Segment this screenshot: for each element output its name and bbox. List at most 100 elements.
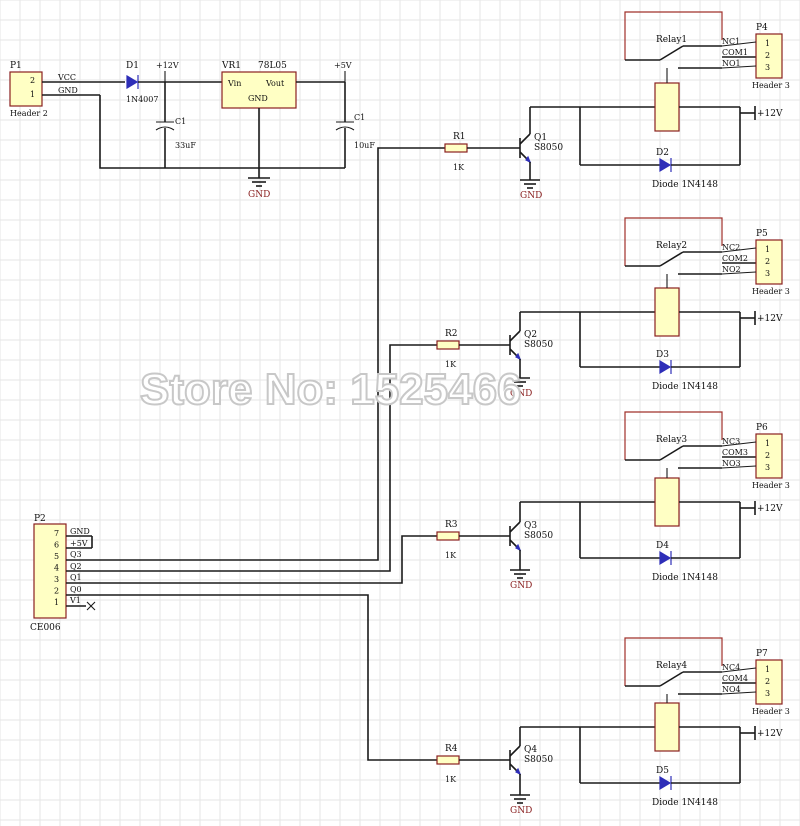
diode-part: Diode 1N4148 <box>652 573 718 583</box>
relay-contact-frame <box>624 217 723 266</box>
p2-name: CE006 <box>30 623 61 633</box>
vr1-part: 78L05 <box>258 61 287 71</box>
connector-p1: P1 2 1 Header 2 <box>9 61 48 118</box>
rail-12v-label: +12V <box>757 109 783 119</box>
transistor-ref: Q1 <box>534 133 547 143</box>
header-name: Header 3 <box>752 287 790 296</box>
relay-no-label: NO4 <box>722 685 741 694</box>
relay-coil <box>654 82 680 132</box>
rail-12v-label: +12V <box>757 729 783 739</box>
diode-ref: D2 <box>656 148 669 158</box>
p2-net-q0: Q0 <box>70 585 82 594</box>
relay-coil <box>654 287 680 337</box>
wire-gnd-bus <box>99 95 345 169</box>
flyback-diode <box>659 775 672 791</box>
c1b-plate-bottom <box>335 126 355 131</box>
diode-ref: D5 <box>656 766 669 776</box>
resistor-ref: R2 <box>445 329 458 339</box>
p2-pin-6: 6 <box>54 541 59 550</box>
power-section: P1 2 1 Header 2 VCC GND D1 1N4007 +12V C… <box>9 61 375 200</box>
header-pin-2: 2 <box>765 451 770 460</box>
p2-pin-5: 5 <box>54 552 59 561</box>
d1-symbol <box>126 74 139 90</box>
flyback-diode <box>659 550 672 566</box>
diode-part: Diode 1N4148 <box>652 180 718 190</box>
transistor-arrow <box>515 543 522 552</box>
resistor-body <box>444 143 468 153</box>
rail-5v-label: +5V <box>334 61 352 70</box>
relay-no-label: NO2 <box>722 265 741 274</box>
signal-bus <box>66 147 445 761</box>
p2-net-q1: Q1 <box>70 573 82 582</box>
vr1-gnd: GND <box>248 94 268 103</box>
gnd-label: GND <box>510 389 532 399</box>
header-pin-2: 2 <box>765 677 770 686</box>
transistor-ref: Q4 <box>524 745 537 755</box>
p1-ref: P1 <box>10 61 22 71</box>
transistor-collector <box>509 521 521 533</box>
p1-body <box>9 71 43 107</box>
transistor-arrow <box>515 352 522 361</box>
transistor-part: S8050 <box>524 755 553 765</box>
relay-coil <box>654 477 680 527</box>
c1a-plate-bottom <box>155 126 175 131</box>
relay-nc-label: NC3 <box>722 437 740 446</box>
header-pin-3: 3 <box>765 269 770 278</box>
header-pin3-wire <box>721 465 757 469</box>
header-ref: P6 <box>756 423 768 433</box>
gnd-symbol-vr1 <box>248 177 270 187</box>
transistor-collector <box>509 745 521 757</box>
transistor-part: S8050 <box>524 340 553 350</box>
header-pin1-wire <box>721 41 757 47</box>
relay-com-label: COM3 <box>722 448 748 457</box>
resistor-ref: R4 <box>445 744 458 754</box>
p2-pin-2: 2 <box>54 587 59 596</box>
transistor-ref: Q3 <box>524 521 537 531</box>
regulator-vr1: VR1 78L05 Vin Vout GND <box>221 61 297 109</box>
header-body <box>755 239 783 285</box>
watermark-text: Store No: 1525466 <box>140 365 522 414</box>
relay-ref: Relay3 <box>656 435 687 445</box>
header-pin1-wire <box>721 247 757 253</box>
header-pin-2: 2 <box>765 51 770 60</box>
header-pin-1: 1 <box>765 39 770 48</box>
transistor-ref: Q2 <box>524 330 537 340</box>
gnd-label: GND <box>510 806 532 816</box>
c1a-ref: C1 <box>175 117 186 126</box>
header-pin3-wire <box>721 271 757 275</box>
transistor-part: S8050 <box>524 531 553 541</box>
relay-switch-arm <box>659 45 684 61</box>
header-body <box>755 433 783 479</box>
diode-part: Diode 1N4148 <box>652 798 718 808</box>
d1-ref: D1 <box>126 61 139 71</box>
header-pin-3: 3 <box>765 689 770 698</box>
p2-net-5v: +5V <box>70 539 88 548</box>
rail-12v-label: +12V <box>757 504 783 514</box>
relay-nc-label: NC4 <box>722 663 740 672</box>
header-pin-1: 1 <box>765 439 770 448</box>
header-ref: P4 <box>756 23 768 33</box>
c1b-value: 10uF <box>354 141 375 150</box>
header-name: Header 3 <box>752 81 790 90</box>
relay-switch-arm <box>659 251 684 267</box>
net-gnd-p1: GND <box>58 86 78 95</box>
resistor-value: 1K <box>453 163 465 172</box>
header-pin-3: 3 <box>765 463 770 472</box>
diode-ref: D3 <box>656 350 669 360</box>
rail-12v-label: +12V <box>757 314 783 324</box>
transistor-collector <box>509 330 521 342</box>
p2-ref: P2 <box>34 514 46 524</box>
header-name: Header 3 <box>752 481 790 490</box>
header-pin-1: 1 <box>765 245 770 254</box>
header-pin-3: 3 <box>765 63 770 72</box>
d1-part: 1N4007 <box>126 95 158 104</box>
header-ref: P7 <box>756 649 768 659</box>
vr1-body <box>221 71 297 109</box>
relay-nc-label: NC2 <box>722 243 740 252</box>
relay-ref: Relay4 <box>656 661 687 671</box>
relay-com-label: COM1 <box>722 48 748 57</box>
p2-stubs <box>66 535 96 611</box>
